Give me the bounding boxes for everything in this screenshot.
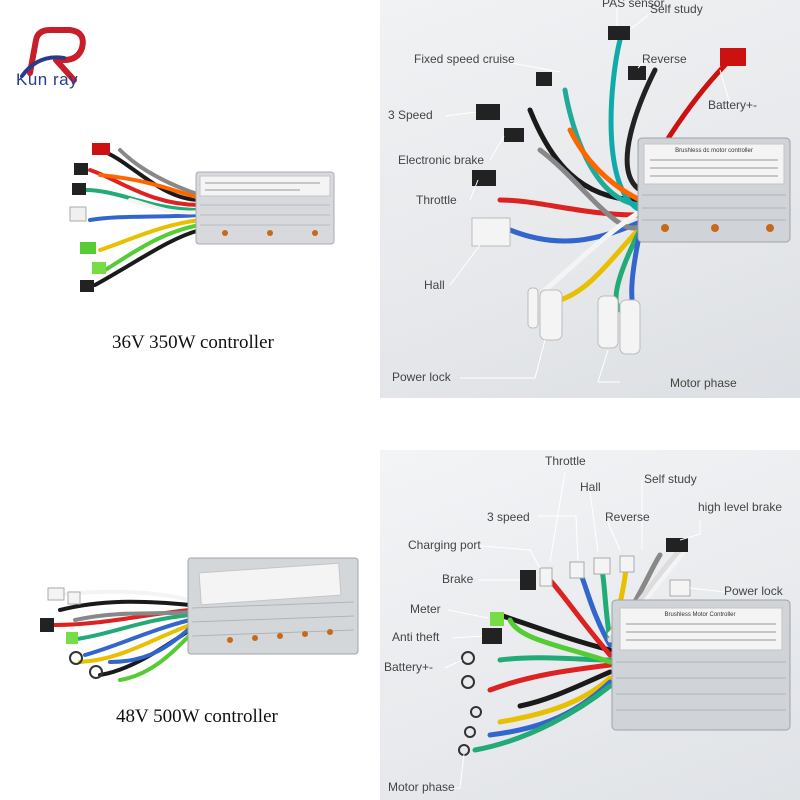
controller-title-48v: Brushless Motor Controller (664, 612, 735, 618)
connector-battery (92, 143, 110, 155)
label-hall-48v: Hall (580, 480, 601, 494)
label-throttle: Throttle (416, 193, 457, 207)
panel-48v-wiring-diagram: Brushless Motor Controller Throttle Self… (380, 450, 800, 800)
product-image-36v (69, 143, 335, 292)
label-3-speed: 3 Speed (388, 108, 433, 122)
label-3-speed-48v: 3 speed (487, 510, 530, 524)
label-battery-48v: Battery+- (384, 660, 434, 674)
label-self-study: Self study (650, 2, 703, 16)
controller-title-36v: Brushless dc motor controller (675, 148, 753, 154)
label-motor-phase: Motor phase (670, 376, 737, 390)
label-electronic-brake: Electronic brake (398, 153, 485, 167)
product-image-48v (40, 557, 359, 682)
brand-name: Kun ray (16, 70, 79, 89)
panel-36v-controller: Kun ray 36V 350W controller (0, 0, 380, 400)
label-meter: Meter (410, 602, 441, 616)
wiring-diagram-36v: Brushless dc motor controller (444, 8, 791, 383)
label-anti-theft: Anti theft (392, 630, 440, 644)
label-brake: Brake (442, 572, 474, 586)
label-power-lock-48v: Power lock (724, 584, 783, 598)
label-self-study-48v: Self study (644, 472, 697, 486)
label-pas-sensor: PAS sensor (602, 0, 665, 10)
label-reverse: Reverse (642, 52, 687, 66)
wiring-diagram-48v: Brushless Motor Controller (444, 471, 791, 789)
caption-48v: 48V 500W controller (116, 706, 278, 727)
label-high-level-brake: high level brake (698, 500, 783, 514)
caption-36v: 36V 350W controller (112, 332, 274, 353)
label-throttle-48v: Throttle (545, 454, 586, 468)
label-power-lock: Power lock (392, 370, 451, 384)
kun-ray-logo (20, 27, 86, 83)
label-hall: Hall (424, 278, 445, 292)
label-reverse-48v: Reverse (605, 510, 650, 524)
panel-36v-wiring-diagram: Brushless dc motor controller PAS sensor… (380, 0, 800, 398)
label-fixed-speed-cruise: Fixed speed cruise (414, 52, 515, 66)
label-motor-phase-48v: Motor phase (388, 780, 455, 794)
panel-48v-controller: 48V 500W controller (0, 400, 380, 800)
label-battery: Battery+- (708, 98, 758, 112)
label-charging-port: Charging port (408, 538, 481, 552)
